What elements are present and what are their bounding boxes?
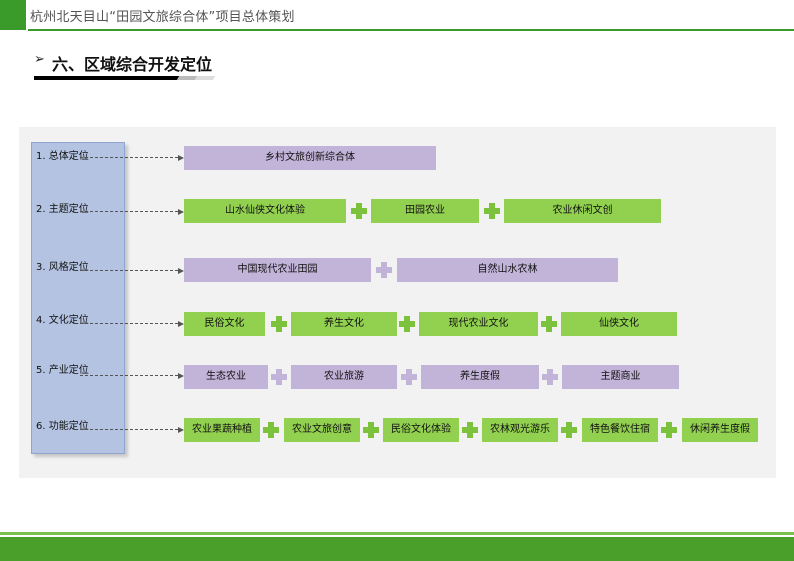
connector-line (80, 375, 178, 376)
position-box: 民俗文化体验 (383, 418, 459, 442)
position-box: 民俗文化 (184, 312, 265, 336)
plus-icon (271, 316, 287, 332)
header-title: 杭州北天目山“田园文旅综合体”项目总体策划 (30, 10, 295, 25)
plus-icon (462, 422, 478, 438)
plus-icon (376, 262, 392, 278)
connector-line (80, 157, 178, 158)
position-box: 自然山水农林 (397, 258, 618, 282)
row-label-theme: 2. 主题定位 (36, 204, 89, 215)
position-box: 特色餐饮住宿 (582, 418, 658, 442)
connector-line (80, 323, 178, 324)
section-title: 六、区域综合开发定位 (52, 55, 213, 74)
connector-arrow-icon (178, 321, 184, 327)
plus-icon (363, 422, 379, 438)
connector-arrow-icon (178, 155, 184, 161)
position-box: 农业旅游 (291, 365, 397, 389)
position-box: 乡村文旅创新综合体 (184, 146, 436, 170)
plus-icon (484, 203, 500, 219)
position-box: 农业休闲文创 (504, 199, 661, 223)
row-label-function: 6. 功能定位 (36, 421, 89, 432)
plus-icon (401, 369, 417, 385)
footer-stripe (0, 532, 794, 535)
position-box: 仙侠文化 (561, 312, 677, 336)
connector-arrow-icon (178, 209, 184, 215)
position-box: 农业果蔬种植 (184, 418, 260, 442)
plus-icon (661, 422, 677, 438)
connector-arrow-icon (178, 427, 184, 433)
plus-icon (271, 369, 287, 385)
position-box: 生态农业 (184, 365, 268, 389)
position-box: 主题商业 (562, 365, 679, 389)
header-accent-block (0, 0, 26, 30)
row-label-industry: 5. 产业定位 (36, 365, 89, 376)
connector-line (80, 211, 178, 212)
position-box: 休闲养生度假 (682, 418, 758, 442)
section-underline-dash (194, 76, 216, 80)
connector-line (80, 429, 178, 430)
plus-icon (399, 316, 415, 332)
connector-arrow-icon (178, 268, 184, 274)
row-label-overall: 1. 总体定位 (36, 151, 89, 162)
footer-bar (0, 537, 794, 561)
row-label-style: 3. 风格定位 (36, 262, 89, 273)
section-arrow-icon: ➢ (34, 52, 45, 67)
section-underline (34, 76, 184, 80)
position-box: 农林观光游乐 (482, 418, 558, 442)
position-box: 田园农业 (371, 199, 479, 223)
position-box: 养生度假 (421, 365, 539, 389)
position-box: 养生文化 (291, 312, 397, 336)
connector-arrow-icon (178, 373, 184, 379)
plus-icon (561, 422, 577, 438)
position-box: 现代农业文化 (419, 312, 538, 336)
position-box: 中国现代农业田园 (184, 258, 371, 282)
position-box: 农业文旅创意 (284, 418, 360, 442)
header-divider (28, 29, 794, 31)
plus-icon (351, 203, 367, 219)
row-label-culture: 4. 文化定位 (36, 315, 89, 326)
plus-icon (541, 316, 557, 332)
connector-line (80, 270, 178, 271)
position-box: 山水仙侠文化体验 (184, 199, 346, 223)
plus-icon (263, 422, 279, 438)
plus-icon (542, 369, 558, 385)
category-column (31, 142, 125, 454)
